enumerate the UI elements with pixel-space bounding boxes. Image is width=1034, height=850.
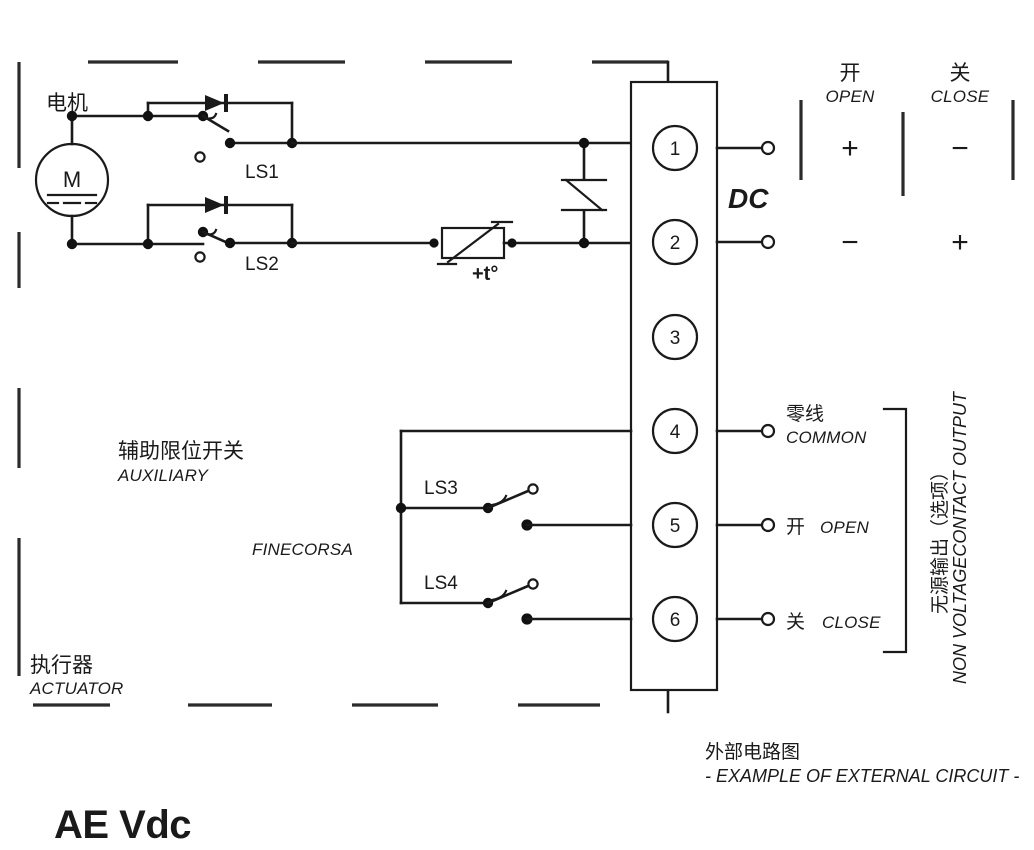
terminal-number-4: 4	[670, 422, 681, 443]
terminal-number-1: 1	[670, 139, 681, 160]
caption-en: - EXAMPLE OF EXTERNAL CIRCUIT -	[705, 766, 1019, 786]
polarity-close-cn: 关	[950, 62, 971, 85]
contact-output-leads	[715, 423, 776, 627]
auxiliary-label-en: AUXILIARY	[117, 466, 209, 485]
polarity-row2-close: +	[951, 226, 969, 259]
polarity-open-cn: 开	[840, 62, 861, 85]
motor-label: 电机	[46, 92, 88, 115]
caption-cn: 外部电路图	[705, 741, 800, 763]
polarity-row1-open: +	[841, 132, 859, 165]
polarity-row1-close: −	[951, 132, 969, 165]
motor-symbol-letter: M	[63, 167, 81, 192]
actuator-label-cn: 执行器	[30, 654, 93, 677]
contact-open-cn: 开	[786, 517, 805, 538]
page-title: AE Vdc	[54, 803, 191, 847]
polarity-table-rules	[799, 100, 1015, 196]
ls3-label: LS3	[424, 478, 458, 499]
thermistor-label: +t°	[472, 263, 498, 285]
contact-close-cn: 关	[786, 611, 805, 633]
branch-ls2: LS2	[66, 196, 439, 275]
contact-output-group-label: 无源输出（选项） NON VOLTAGECONTACT OUTPUT	[929, 390, 970, 684]
ptc-thermistor-symbol: +t°	[436, 220, 657, 285]
contact-common-en: COMMON	[786, 428, 867, 447]
contact-common-cn: 零线	[786, 403, 824, 425]
contact-output-bracket	[882, 407, 908, 654]
polarity-table: 开 OPEN 关 CLOSE + − − +	[826, 62, 990, 259]
contact-output-group-cn: 无源输出（选项）	[929, 462, 951, 614]
terminal-number-5: 5	[670, 516, 681, 537]
auxiliary-label-cn: 辅助限位开关	[118, 440, 244, 463]
contact-output-labels: 零线 COMMON 开 OPEN 关 CLOSE	[786, 403, 881, 633]
terminal-block: 1 2 3 4 5 6	[629, 80, 719, 692]
ls4-label: LS4	[424, 573, 458, 594]
contact-close-en: CLOSE	[822, 613, 881, 632]
dc-supply-leads: DC	[715, 140, 776, 250]
actuator-label-en: ACTUATOR	[29, 679, 124, 698]
terminal-number-2: 2	[670, 233, 681, 254]
contact-open-en: OPEN	[820, 518, 870, 537]
branch-ls3-ls4-common	[395, 429, 633, 609]
ls1-label: LS1	[245, 162, 279, 183]
terminal-number-3: 3	[670, 328, 681, 349]
motor-symbol: M	[34, 114, 110, 246]
branch-ls1: LS1	[66, 94, 657, 183]
ls2-label: LS2	[245, 254, 279, 275]
contact-output-group-en: NON VOLTAGECONTACT OUTPUT	[950, 390, 970, 684]
polarity-open-en: OPEN	[826, 87, 876, 106]
polarity-row2-open: −	[841, 226, 859, 259]
switch-ls3: LS3	[424, 478, 633, 531]
diagram-caption: 外部电路图 - EXAMPLE OF EXTERNAL CIRCUIT -	[705, 741, 1019, 786]
varistor-symbol	[560, 137, 608, 249]
switch-ls4: LS4	[424, 573, 633, 625]
polarity-close-en: CLOSE	[931, 87, 990, 106]
dc-supply-label: DC	[728, 183, 769, 214]
actuator-boundary-frame	[17, 60, 668, 707]
terminal-number-6: 6	[670, 610, 681, 631]
finecorsa-label: FINECORSA	[252, 540, 353, 559]
